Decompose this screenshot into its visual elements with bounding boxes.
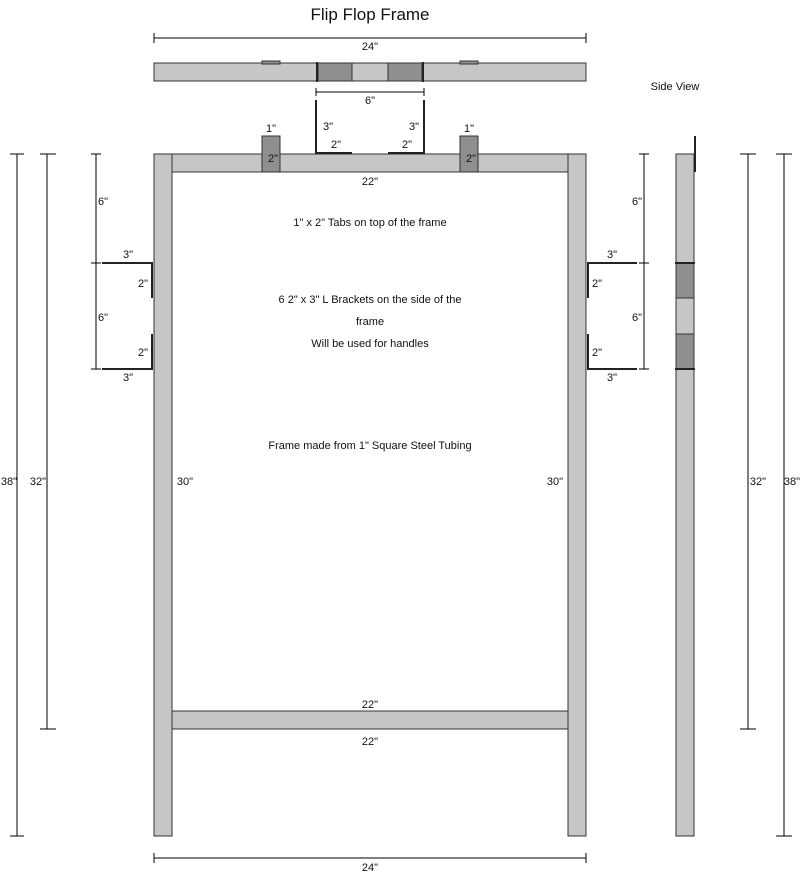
right-leg-length-label: 30": [547, 476, 563, 488]
bracket-spacing-label: 6": [365, 95, 375, 107]
left-bracket-bottom-height-label: 2": [138, 347, 148, 359]
side-view-leg: [675, 153, 695, 837]
left-leg-length-label: 30": [177, 476, 193, 488]
bracket-left-width-label: 2": [331, 139, 341, 151]
top-view-tube: [153, 62, 587, 82]
top-tab-right: [459, 135, 479, 173]
left-32-label: 32": [30, 476, 46, 488]
top-view-bracket-left: [317, 62, 353, 82]
right-bracket-top-length-label: 3": [607, 249, 617, 261]
top-view-tab-right: [459, 60, 479, 65]
right-bracket-bottom-height-label: 2": [592, 347, 602, 359]
bracket-left-height-label: 3": [323, 121, 333, 133]
tab-left-height-label: 2": [268, 153, 278, 165]
right-bracket-top-height-label: 2": [592, 278, 602, 290]
tabs-note: 1" x 2" Tabs on top of the frame: [293, 217, 446, 229]
side-view-bracket-bottom: [675, 333, 695, 370]
brackets-note-line1: 6 2" x 3" L Brackets on the side of the: [279, 294, 462, 306]
cross-bar-top-label: 22": [362, 699, 378, 711]
material-note: Frame made from 1" Square Steel Tubing: [268, 440, 471, 452]
top-tab-left: [261, 135, 281, 173]
left-bracket-top-length-label: 3": [123, 249, 133, 261]
cross-bar-bottom-label: 22": [362, 736, 378, 748]
diagram-title: Flip Flop Frame: [310, 5, 429, 24]
cross-bar: [171, 710, 569, 730]
brackets-note-line2: frame: [356, 316, 384, 328]
tab-right-width-label: 1": [464, 123, 474, 135]
bracket-right-height-label: 3": [409, 121, 419, 133]
left-6-mid-label: 6": [98, 312, 108, 324]
right-leg: [567, 153, 587, 837]
side-view-bracket-top: [675, 262, 695, 299]
bottom-width-label: 24": [362, 862, 378, 874]
left-38-label: 38": [1, 476, 17, 488]
front-view: 1" 2" 1" 2" 3" 2" 3" 2" 22" 22" 22" 1" x…: [1, 100, 649, 874]
bracket-right-width-label: 2": [402, 139, 412, 151]
top-view: 24" 6": [153, 33, 587, 107]
side-view: Side View 32" 38": [651, 81, 800, 837]
side-view-label: Side View: [651, 81, 700, 93]
top-width-label: 24": [362, 41, 378, 53]
top-bar-length-label: 22": [362, 176, 378, 188]
top-view-bracket-right: [387, 62, 423, 82]
right-38-label: 38": [784, 476, 800, 488]
right-32-label: 32": [750, 476, 766, 488]
tab-left-width-label: 1": [266, 123, 276, 135]
top-bar: [171, 153, 569, 173]
right-bracket-bottom-length-label: 3": [607, 372, 617, 384]
left-bracket-bottom-length-label: 3": [123, 372, 133, 384]
top-view-tab-left: [261, 60, 281, 65]
tab-right-height-label: 2": [466, 153, 476, 165]
left-bracket-top-height-label: 2": [138, 278, 148, 290]
right-6-mid-label: 6": [632, 312, 642, 324]
left-6-top-label: 6": [98, 196, 108, 208]
left-leg: [153, 153, 173, 837]
handles-note: Will be used for handles: [311, 338, 429, 350]
right-6-top-label: 6": [632, 196, 642, 208]
